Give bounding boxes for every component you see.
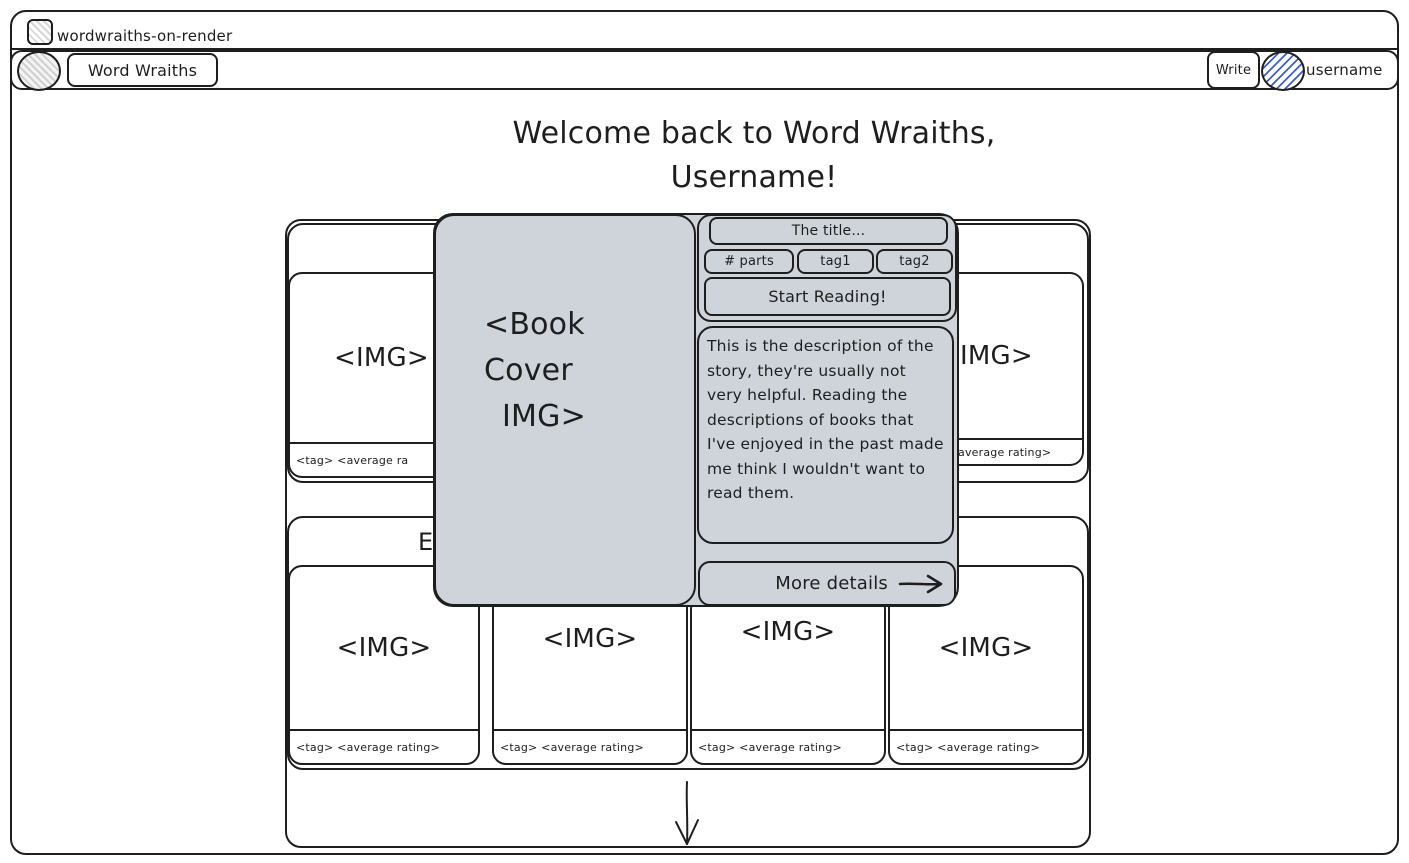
story-card-meta: <tag> <average ra	[290, 442, 478, 476]
story-card-image: <IMG>	[938, 633, 1034, 663]
story-card-image: <IMG>	[542, 624, 638, 654]
cover-line-2: Cover	[484, 353, 573, 388]
write-button[interactable]: Write	[1207, 51, 1260, 89]
story-card-image: <IMG>	[336, 633, 432, 663]
welcome-line-2: Username!	[670, 160, 838, 195]
book-cover-image[interactable]	[434, 214, 696, 606]
cover-line-3: IMG>	[502, 399, 586, 434]
story-row-2-title: E	[418, 528, 434, 556]
brand-home-button[interactable]: Word Wraiths	[67, 53, 218, 87]
story-title: The title...	[709, 217, 948, 245]
welcome-line-1: Welcome back to Word Wraiths,	[512, 116, 996, 151]
tag-chip-1[interactable]: tag1	[797, 249, 874, 274]
parts-count: # parts	[704, 249, 794, 274]
browser-titlebar	[10, 10, 1399, 50]
right-arrow-icon	[898, 574, 943, 593]
avatar[interactable]	[1261, 51, 1305, 91]
username-link[interactable]: username	[1306, 61, 1383, 79]
book-cover-placeholder: <Book Cover IMG>	[484, 302, 586, 440]
story-card-meta: <tag> <average rating>	[692, 729, 884, 763]
story-card-meta: average rating>	[888, 438, 1082, 464]
logo-icon[interactable]	[17, 51, 61, 91]
more-details-button[interactable]: More details	[698, 561, 956, 606]
favicon-icon	[27, 19, 53, 45]
story-card-image: <IMG>	[740, 617, 836, 647]
more-details-label: More details	[775, 573, 888, 594]
story-card-image: <IMG>	[334, 343, 429, 373]
story-card-image: IMG>	[960, 341, 1033, 371]
story-card-meta: <tag> <average rating>	[494, 729, 686, 763]
story-description: This is the description of the story, th…	[697, 326, 954, 544]
story-card[interactable]: <IMG> <tag> <average rating>	[492, 580, 688, 765]
welcome-heading: Welcome back to Word Wraiths, Username!	[404, 112, 1104, 200]
cover-line-1: <Book	[484, 307, 585, 342]
navbar	[10, 50, 1399, 90]
down-arrow-icon[interactable]	[673, 780, 701, 848]
browser-tab-title[interactable]: wordwraiths-on-render	[57, 27, 233, 45]
story-card-meta: <tag> <average rating>	[890, 729, 1082, 763]
tag-chip-2[interactable]: tag2	[876, 249, 953, 274]
story-card-meta: <tag> <average rating>	[290, 729, 478, 763]
story-card[interactable]: <IMG> <tag> <average rating>	[690, 595, 886, 765]
start-reading-button[interactable]: Start Reading!	[704, 277, 951, 316]
